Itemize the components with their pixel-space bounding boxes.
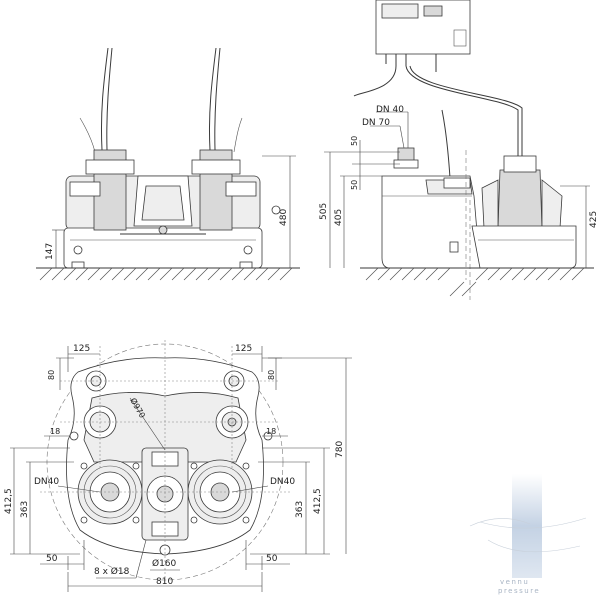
dim-plan-holes: 8 x Ø18: [94, 566, 130, 577]
dim-side-425: 425: [589, 211, 599, 228]
label-dn40-right: DN40: [270, 477, 295, 487]
bolt-holes: [80, 462, 250, 524]
dim-front-147: 147: [45, 243, 55, 260]
cable-left-b: [106, 47, 113, 151]
side-cable-2: [405, 65, 519, 160]
cable-left: [100, 47, 109, 151]
watermark-bar: [512, 474, 542, 578]
dim-plan-80-right: 80: [267, 370, 276, 380]
dim-side-50-bottom: 50: [350, 180, 359, 190]
dim-plan-50-right: 50: [266, 554, 278, 564]
ground-hatch: [39, 267, 293, 281]
side-cable-3: [441, 109, 451, 179]
dim-plan-810: 810: [156, 577, 173, 587]
dim-plan-363-left: 363: [20, 501, 30, 518]
side-view: DN 40 DN 70: [319, 0, 599, 300]
watermark: vennu pressure: [469, 474, 587, 595]
dim-plan-18-right: 18: [266, 427, 276, 436]
dim-plan-412-5-left: 412,5: [4, 488, 14, 514]
side-ground-hatch: [365, 267, 585, 297]
watermark-line2: pressure: [498, 587, 540, 595]
cable-right: [208, 47, 217, 151]
cable-right-b: [214, 47, 221, 151]
dim-plan-780: 780: [335, 441, 345, 458]
watermark-line1: vennu: [500, 578, 529, 586]
label-dn40-left: DN40: [34, 477, 59, 487]
label-dn40-side: DN 40: [376, 105, 404, 115]
side-motor: [497, 169, 543, 229]
dim-plan-412-5-right: 412,5: [313, 488, 323, 514]
side-cable-1: [353, 65, 397, 97]
dim-plan-50-left: 50: [46, 554, 58, 564]
dim-plan-125-left: 125: [73, 344, 90, 354]
dim-plan-125-right: 125: [235, 344, 252, 354]
dim-side-505: 505: [319, 203, 329, 220]
plan-view: 125 125 80 80 Ø970 18 18 DN40 DN40 412,5…: [4, 340, 352, 592]
dim-plan-80-left: 80: [47, 370, 56, 380]
front-view: 480 147: [36, 47, 300, 281]
dim-plan-diameter-160: Ø160: [152, 558, 177, 569]
dim-plan-18-left: 18: [50, 427, 60, 436]
dim-plan-363-right: 363: [295, 501, 305, 518]
dim-side-50-top: 50: [350, 136, 359, 146]
dim-front-480: 480: [279, 209, 289, 226]
label-dn70-side: DN 70: [362, 118, 390, 128]
dim-side-405: 405: [334, 209, 344, 226]
